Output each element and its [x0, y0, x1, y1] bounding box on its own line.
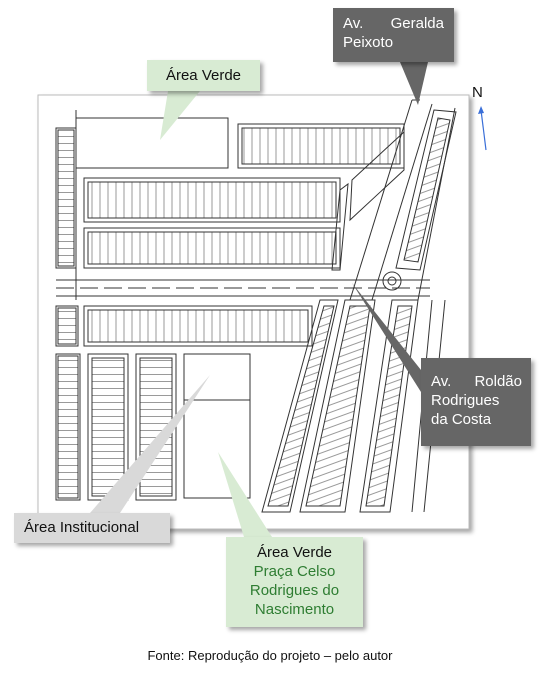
label-area-verde-top: Área Verde	[147, 60, 260, 91]
plan-drawing	[55, 99, 457, 513]
north-label: N	[472, 84, 483, 101]
figure-caption: Fonte: Reprodução do projeto – pelo auto…	[147, 648, 393, 663]
label-av-geralda-peixoto: Av. Geralda Peixoto	[333, 8, 454, 62]
pointer-inst	[90, 375, 210, 513]
north-arrow-icon	[480, 109, 487, 151]
label-area-verde-praca-title: Área Verde	[256, 544, 333, 561]
pointer-geralda	[400, 62, 428, 105]
label-area-verde-praca: Área Verde Praça Celso Rodrigues do Nasc…	[226, 537, 363, 627]
pointer-verde-top	[160, 91, 200, 140]
label-area-institucional: Área Institucional	[14, 513, 170, 543]
label-area-verde-praca-sub: Praça Celso Rodrigues do Nascimento	[249, 563, 340, 618]
label-av-roldao-rodrigues-da-costa: Av. Roldão Rodrigues da Costa	[421, 358, 531, 446]
pointer-roldao	[352, 283, 421, 392]
pointer-verde-bottom	[218, 452, 272, 537]
